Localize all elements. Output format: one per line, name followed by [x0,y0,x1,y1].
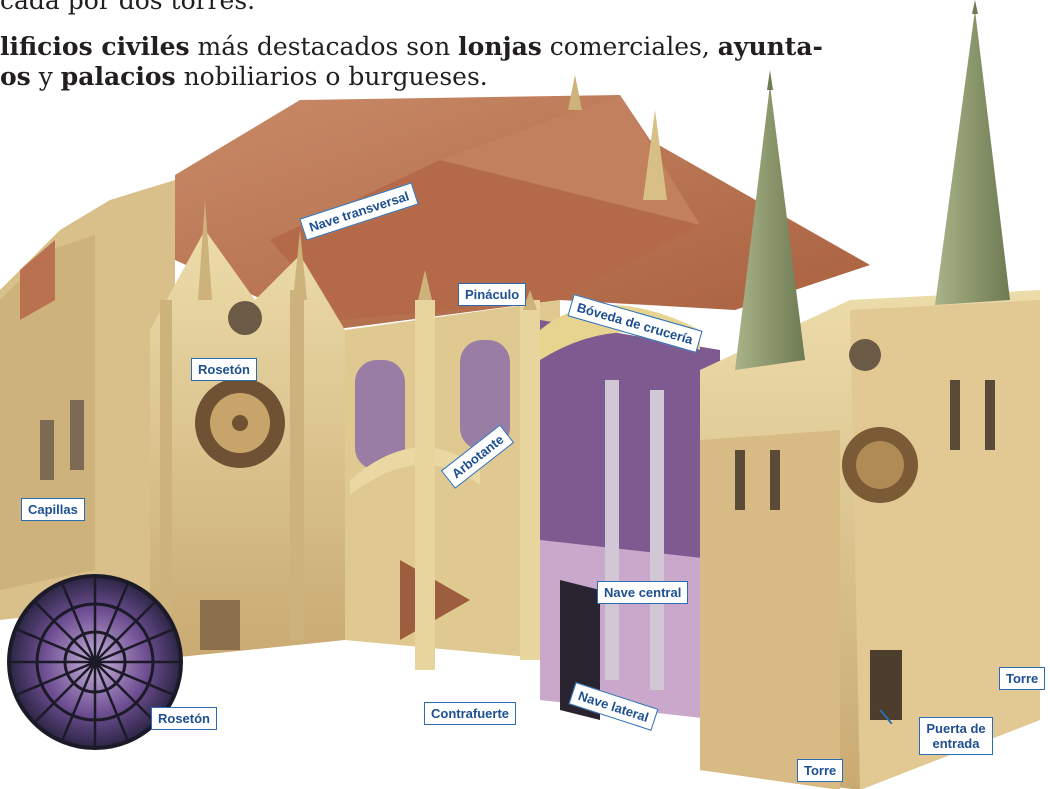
label-roseton-top: Rosetón [191,358,257,381]
label-pinaculo: Pináculo [458,283,527,306]
term-ayuntamientos: ayunta- [717,32,823,61]
label-torre-bottom: Torre [797,759,844,782]
transept-facade [150,200,345,660]
text-line-1: cada por dos torres. [0,0,256,15]
term-lonjas: lonjas [458,32,542,61]
label-roseton-inset: Rosetón [151,707,217,730]
term-edificios-civiles: lificios civiles [0,32,190,61]
label-capillas: Capillas [21,498,85,521]
nave-interior [540,305,720,720]
label-puerta-entrada: Puerta de entrada [919,717,993,755]
spires [568,0,1010,370]
label-torre-right: Torre [999,667,1046,690]
rose-window-inset [7,574,183,750]
term-palacios: palacios [60,62,176,91]
apse-chapels [0,180,175,620]
label-nave-central: Nave central [597,581,689,604]
text-line-2: lificios civiles más destacados son lonj… [0,32,823,61]
text-line-3: os y palacios nobiliarios o burgueses. [0,62,488,91]
west-facade [700,290,1040,789]
label-contrafuerte: Contrafuerte [424,702,517,725]
